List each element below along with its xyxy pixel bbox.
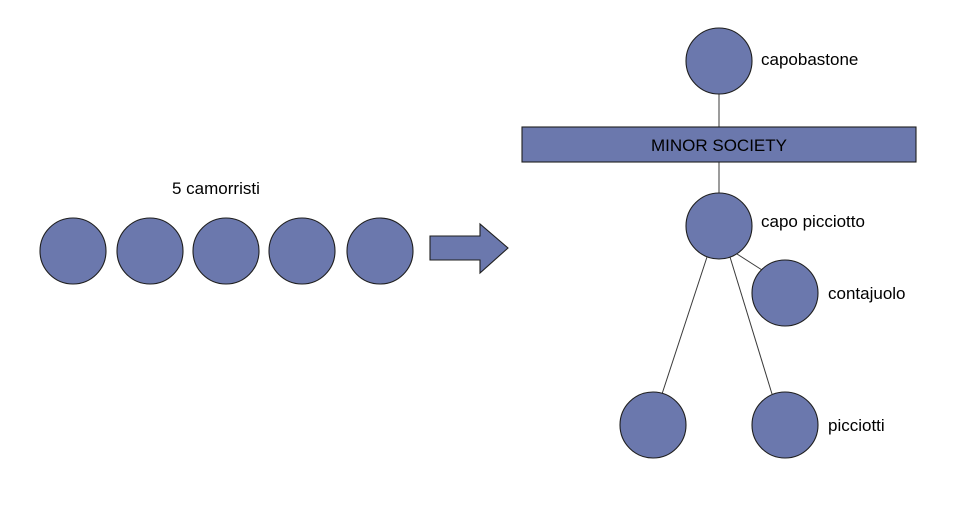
camorrista-circle-4 xyxy=(268,217,336,285)
camorrista-circle-2 xyxy=(116,217,184,285)
edge-middle-to-bottom-left xyxy=(661,256,708,395)
capo-picciotto-node xyxy=(685,192,753,260)
capobastone-node xyxy=(685,27,753,95)
left-group-caption: 5 camorristi xyxy=(172,179,260,198)
picciotti-label: picciotti xyxy=(828,416,885,435)
capo-picciotto-label: capo picciotto xyxy=(761,212,865,231)
minor-society-banner xyxy=(521,126,917,163)
left-circle-row xyxy=(39,217,414,285)
right-arrow-icon xyxy=(429,222,509,275)
capobastone-label: capobastone xyxy=(761,50,858,69)
edge-middle-to-bottom-right xyxy=(729,256,773,395)
contajuolo-node xyxy=(751,259,819,327)
minor-society-label: MINOR SOCIETY xyxy=(651,136,787,155)
contajuolo-label: contajuolo xyxy=(828,284,906,303)
camorrista-circle-3 xyxy=(192,217,260,285)
edge-middle-to-side xyxy=(736,253,763,271)
picciotto-node-left xyxy=(619,391,687,459)
camorrista-circle-5 xyxy=(346,217,414,285)
camorrista-circle-1 xyxy=(39,217,107,285)
picciotto-node-right xyxy=(751,391,819,459)
hierarchy-edges xyxy=(661,94,773,395)
